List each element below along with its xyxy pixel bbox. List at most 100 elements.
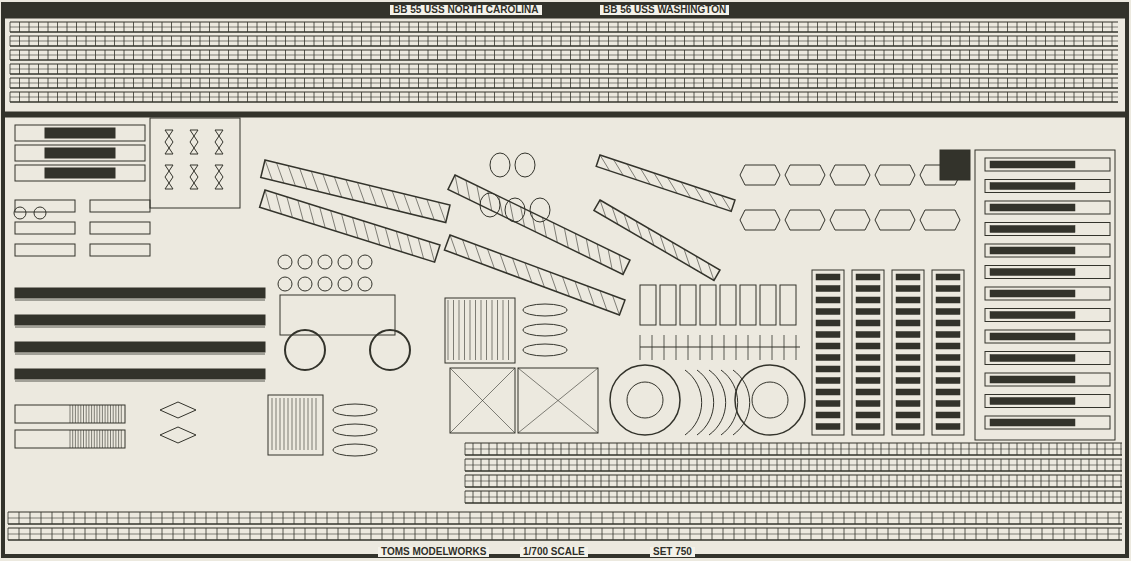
rack-part: [816, 309, 840, 315]
rack-part: [812, 270, 844, 435]
davit-part: [785, 165, 825, 185]
railing-strip: [684, 50, 685, 60]
fret-line: [15, 300, 265, 301]
railing-strip: [190, 92, 191, 102]
railing-strip: [456, 22, 457, 32]
railing-strip: [219, 92, 220, 102]
ladder-part: [990, 376, 1075, 383]
railing-strip: [684, 36, 685, 46]
railing-strip: [751, 64, 752, 74]
railing-strip: [580, 92, 581, 102]
railing-strip: [569, 475, 570, 487]
railing-strip: [1055, 22, 1056, 32]
railing-strip: [770, 22, 771, 32]
railing-strip: [437, 92, 438, 102]
railing-strip: [913, 491, 914, 503]
truss-brace: [427, 199, 434, 219]
railing-strip: [846, 50, 847, 60]
railing-strip: [969, 475, 970, 487]
railing-strip: [585, 475, 586, 487]
rack-part: [936, 378, 960, 384]
railing-strip: [729, 491, 730, 503]
truss-brace: [463, 240, 470, 260]
railing-strip: [1064, 512, 1065, 524]
railing-strip: [151, 528, 152, 540]
railing-strip: [283, 512, 284, 524]
railing-strip: [465, 449, 1122, 450]
railing-strip: [459, 512, 460, 524]
railing-strip: [1105, 459, 1106, 471]
railing-strip: [200, 78, 201, 88]
truss-brace: [288, 166, 295, 186]
truss-brace: [418, 238, 424, 259]
railing-strip: [1055, 36, 1056, 46]
railing-strip: [1033, 475, 1034, 487]
railing-strip: [143, 92, 144, 102]
railing-strip: [1036, 36, 1037, 46]
railing-strip: [276, 22, 277, 32]
rack-part: [816, 332, 840, 338]
truss-brace: [550, 272, 557, 292]
railing-strip: [238, 22, 239, 32]
railing-strip: [48, 64, 49, 74]
railing-strip: [943, 512, 944, 524]
railing-strip: [646, 92, 647, 102]
railing-strip: [741, 50, 742, 60]
railing-strip: [447, 50, 448, 60]
fret-line: [78, 405, 79, 423]
railing-strip: [912, 64, 913, 74]
railing-strip: [1045, 22, 1046, 32]
railing-strip: [456, 64, 457, 74]
railing-strip: [503, 528, 504, 540]
railing-strip: [294, 528, 295, 540]
railing-strip: [877, 512, 878, 524]
rack-part: [936, 355, 960, 361]
railing-strip: [545, 475, 546, 487]
railing-strip: [219, 78, 220, 88]
railing-strip: [599, 36, 600, 46]
railing-strip: [1026, 36, 1027, 46]
railing-strip: [390, 92, 391, 102]
railing-strip: [945, 491, 946, 503]
railing-strip: [409, 36, 410, 46]
railing-strip: [705, 459, 706, 471]
truss-brace: [320, 207, 326, 228]
fret-line: [304, 398, 305, 450]
fret-line: [486, 300, 487, 360]
fret-title: BB 56 USS WASHINGTON: [600, 5, 729, 15]
railing-strip: [732, 36, 733, 46]
crane-truss: [594, 200, 720, 280]
railing-strip: [912, 22, 913, 32]
railing-strip: [143, 64, 144, 74]
railing-strip: [561, 64, 562, 74]
rack-part: [936, 332, 960, 338]
truss-brace: [681, 182, 691, 198]
railing-strip: [1017, 78, 1018, 88]
railing-strip: [95, 78, 96, 88]
railing-strip: [665, 78, 666, 88]
railing-strip: [371, 36, 372, 46]
rack-part: [856, 332, 880, 338]
railing-strip: [521, 443, 522, 455]
railing-strip: [732, 64, 733, 74]
railing-strip: [475, 22, 476, 32]
railing-strip: [371, 64, 372, 74]
railing-strip: [547, 528, 548, 540]
railing-strip: [753, 459, 754, 471]
railing-strip: [542, 64, 543, 74]
ladder-part: [740, 285, 756, 325]
railing-strip: [722, 22, 723, 32]
grille-part: [90, 222, 150, 234]
truss-brace: [575, 281, 582, 301]
railing-strip: [551, 22, 552, 32]
railing-strip: [184, 512, 185, 524]
rack-part: [852, 270, 884, 435]
ladder-part: [985, 330, 1110, 343]
railing-strip: [465, 470, 1122, 472]
railing-strip: [200, 22, 201, 32]
anchor-part: [215, 130, 223, 154]
railing-strip: [646, 528, 647, 540]
ladder-part: [985, 158, 1110, 171]
railing-strip: [553, 443, 554, 455]
railing-strip: [162, 78, 163, 88]
